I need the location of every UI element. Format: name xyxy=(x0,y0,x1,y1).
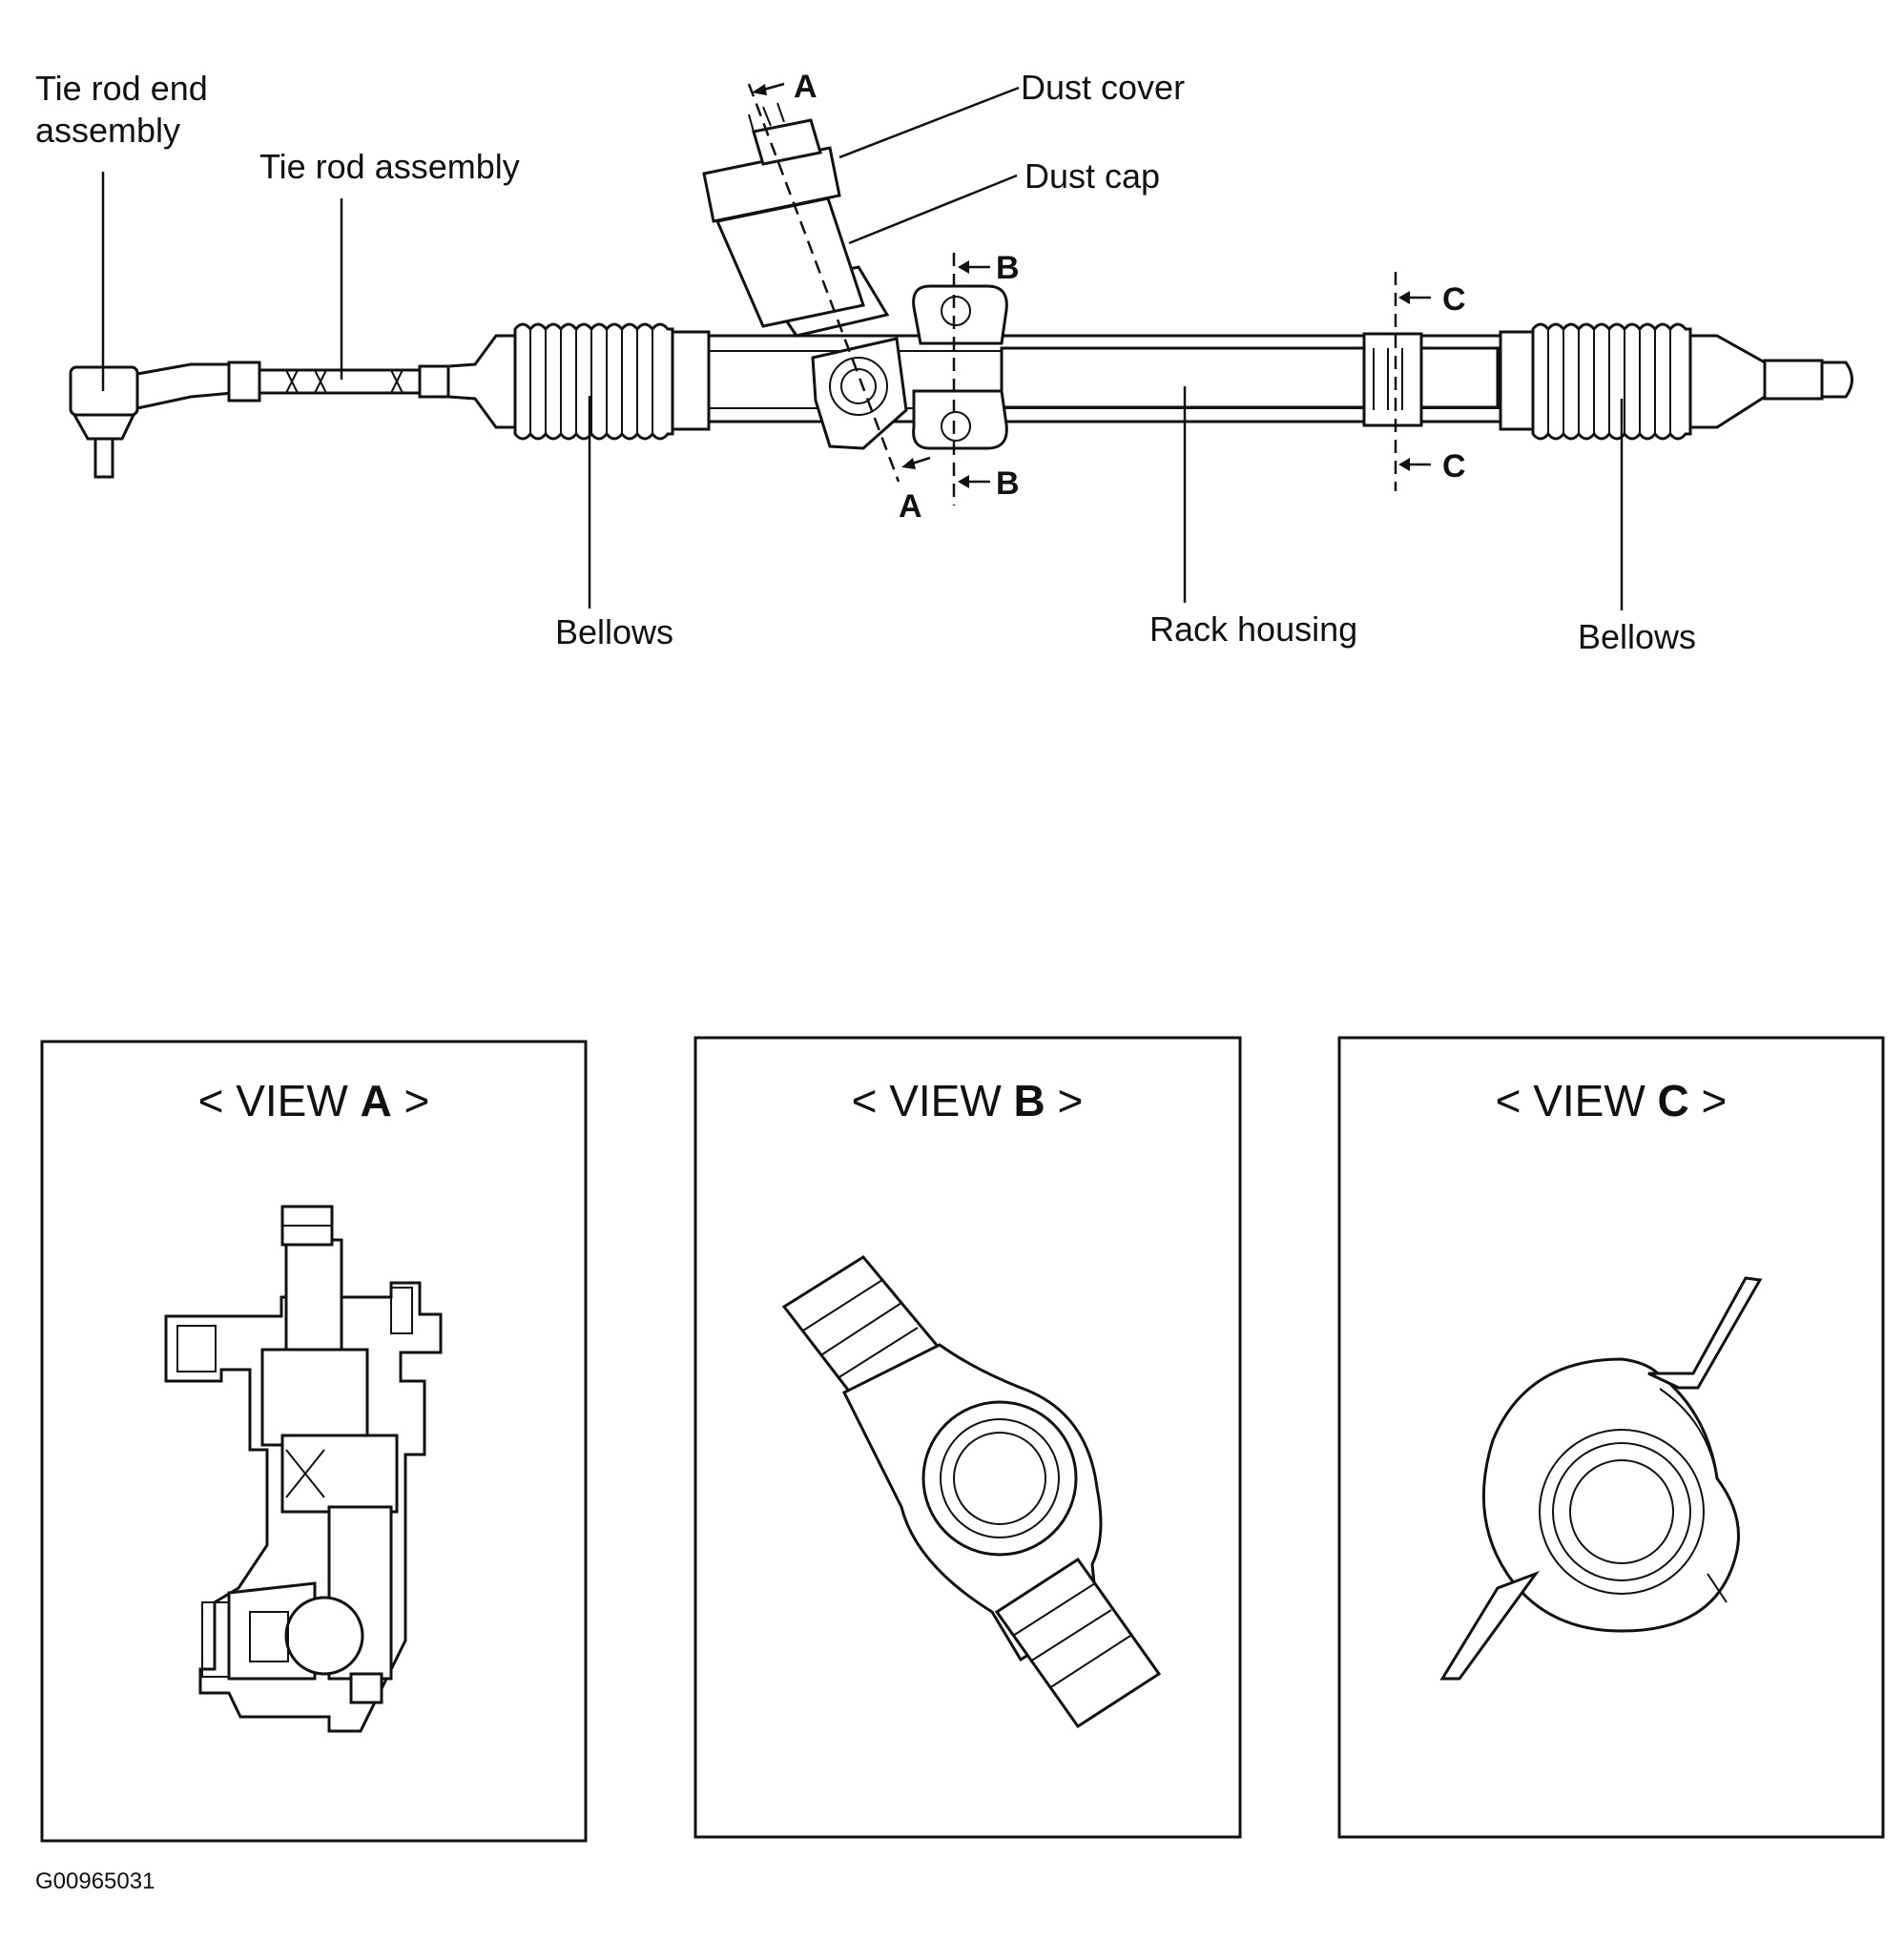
section-arrows xyxy=(752,82,1431,488)
label-tie-rod: Tie rod assembly xyxy=(259,147,520,186)
view-b-panel: < VIEW B > xyxy=(693,1036,1242,1839)
label-bellows-left: Bellows xyxy=(555,612,673,651)
label-bellows-right: Bellows xyxy=(1578,617,1696,656)
marker-c-top: C xyxy=(1442,281,1466,318)
pinion-housing-drawing xyxy=(702,102,908,450)
label-tie-rod-end-line1: Tie rod end xyxy=(35,69,208,108)
view-c-panel: < VIEW C > xyxy=(1337,1036,1885,1839)
view-c-bracket xyxy=(1439,1276,1763,1681)
label-tie-rod-end-line2: assembly xyxy=(35,111,180,150)
marker-c-bottom: C xyxy=(1442,448,1466,485)
label-rack-housing: Rack housing xyxy=(1149,609,1357,649)
mounting-bracket-drawing xyxy=(912,284,1008,450)
marker-b-bottom: B xyxy=(996,465,1020,502)
section-marker-letters: A A B B C C xyxy=(794,69,1466,525)
label-dust-cap: Dust cap xyxy=(1024,156,1160,196)
section-lines xyxy=(747,83,1397,506)
view-b-title: < VIEW B > xyxy=(852,1076,1084,1125)
steering-gear-assembly xyxy=(69,82,1853,610)
marker-b-top: B xyxy=(996,250,1020,286)
figure-code: G00965031 xyxy=(35,1868,155,1894)
view-a-panel: < VIEW A > xyxy=(40,1040,588,1843)
callout-labels: Tie rod end assembly Tie rod assembly Du… xyxy=(35,68,1696,656)
label-dust-cover: Dust cover xyxy=(1021,68,1185,107)
tie-rod-drawing xyxy=(227,361,452,402)
marker-a-bottom: A xyxy=(899,488,922,525)
leader-lines xyxy=(101,86,1624,610)
view-b-bracket xyxy=(781,1255,1162,1729)
view-c-title: < VIEW C > xyxy=(1496,1076,1728,1125)
view-a-title: < VIEW A > xyxy=(198,1076,430,1125)
marker-a-top: A xyxy=(794,69,817,105)
view-a-cross-section xyxy=(164,1205,443,1733)
tie-rod-end-drawing xyxy=(69,362,235,479)
right-bellows-drawing xyxy=(1499,322,1853,441)
left-bellows-drawing xyxy=(446,322,711,441)
